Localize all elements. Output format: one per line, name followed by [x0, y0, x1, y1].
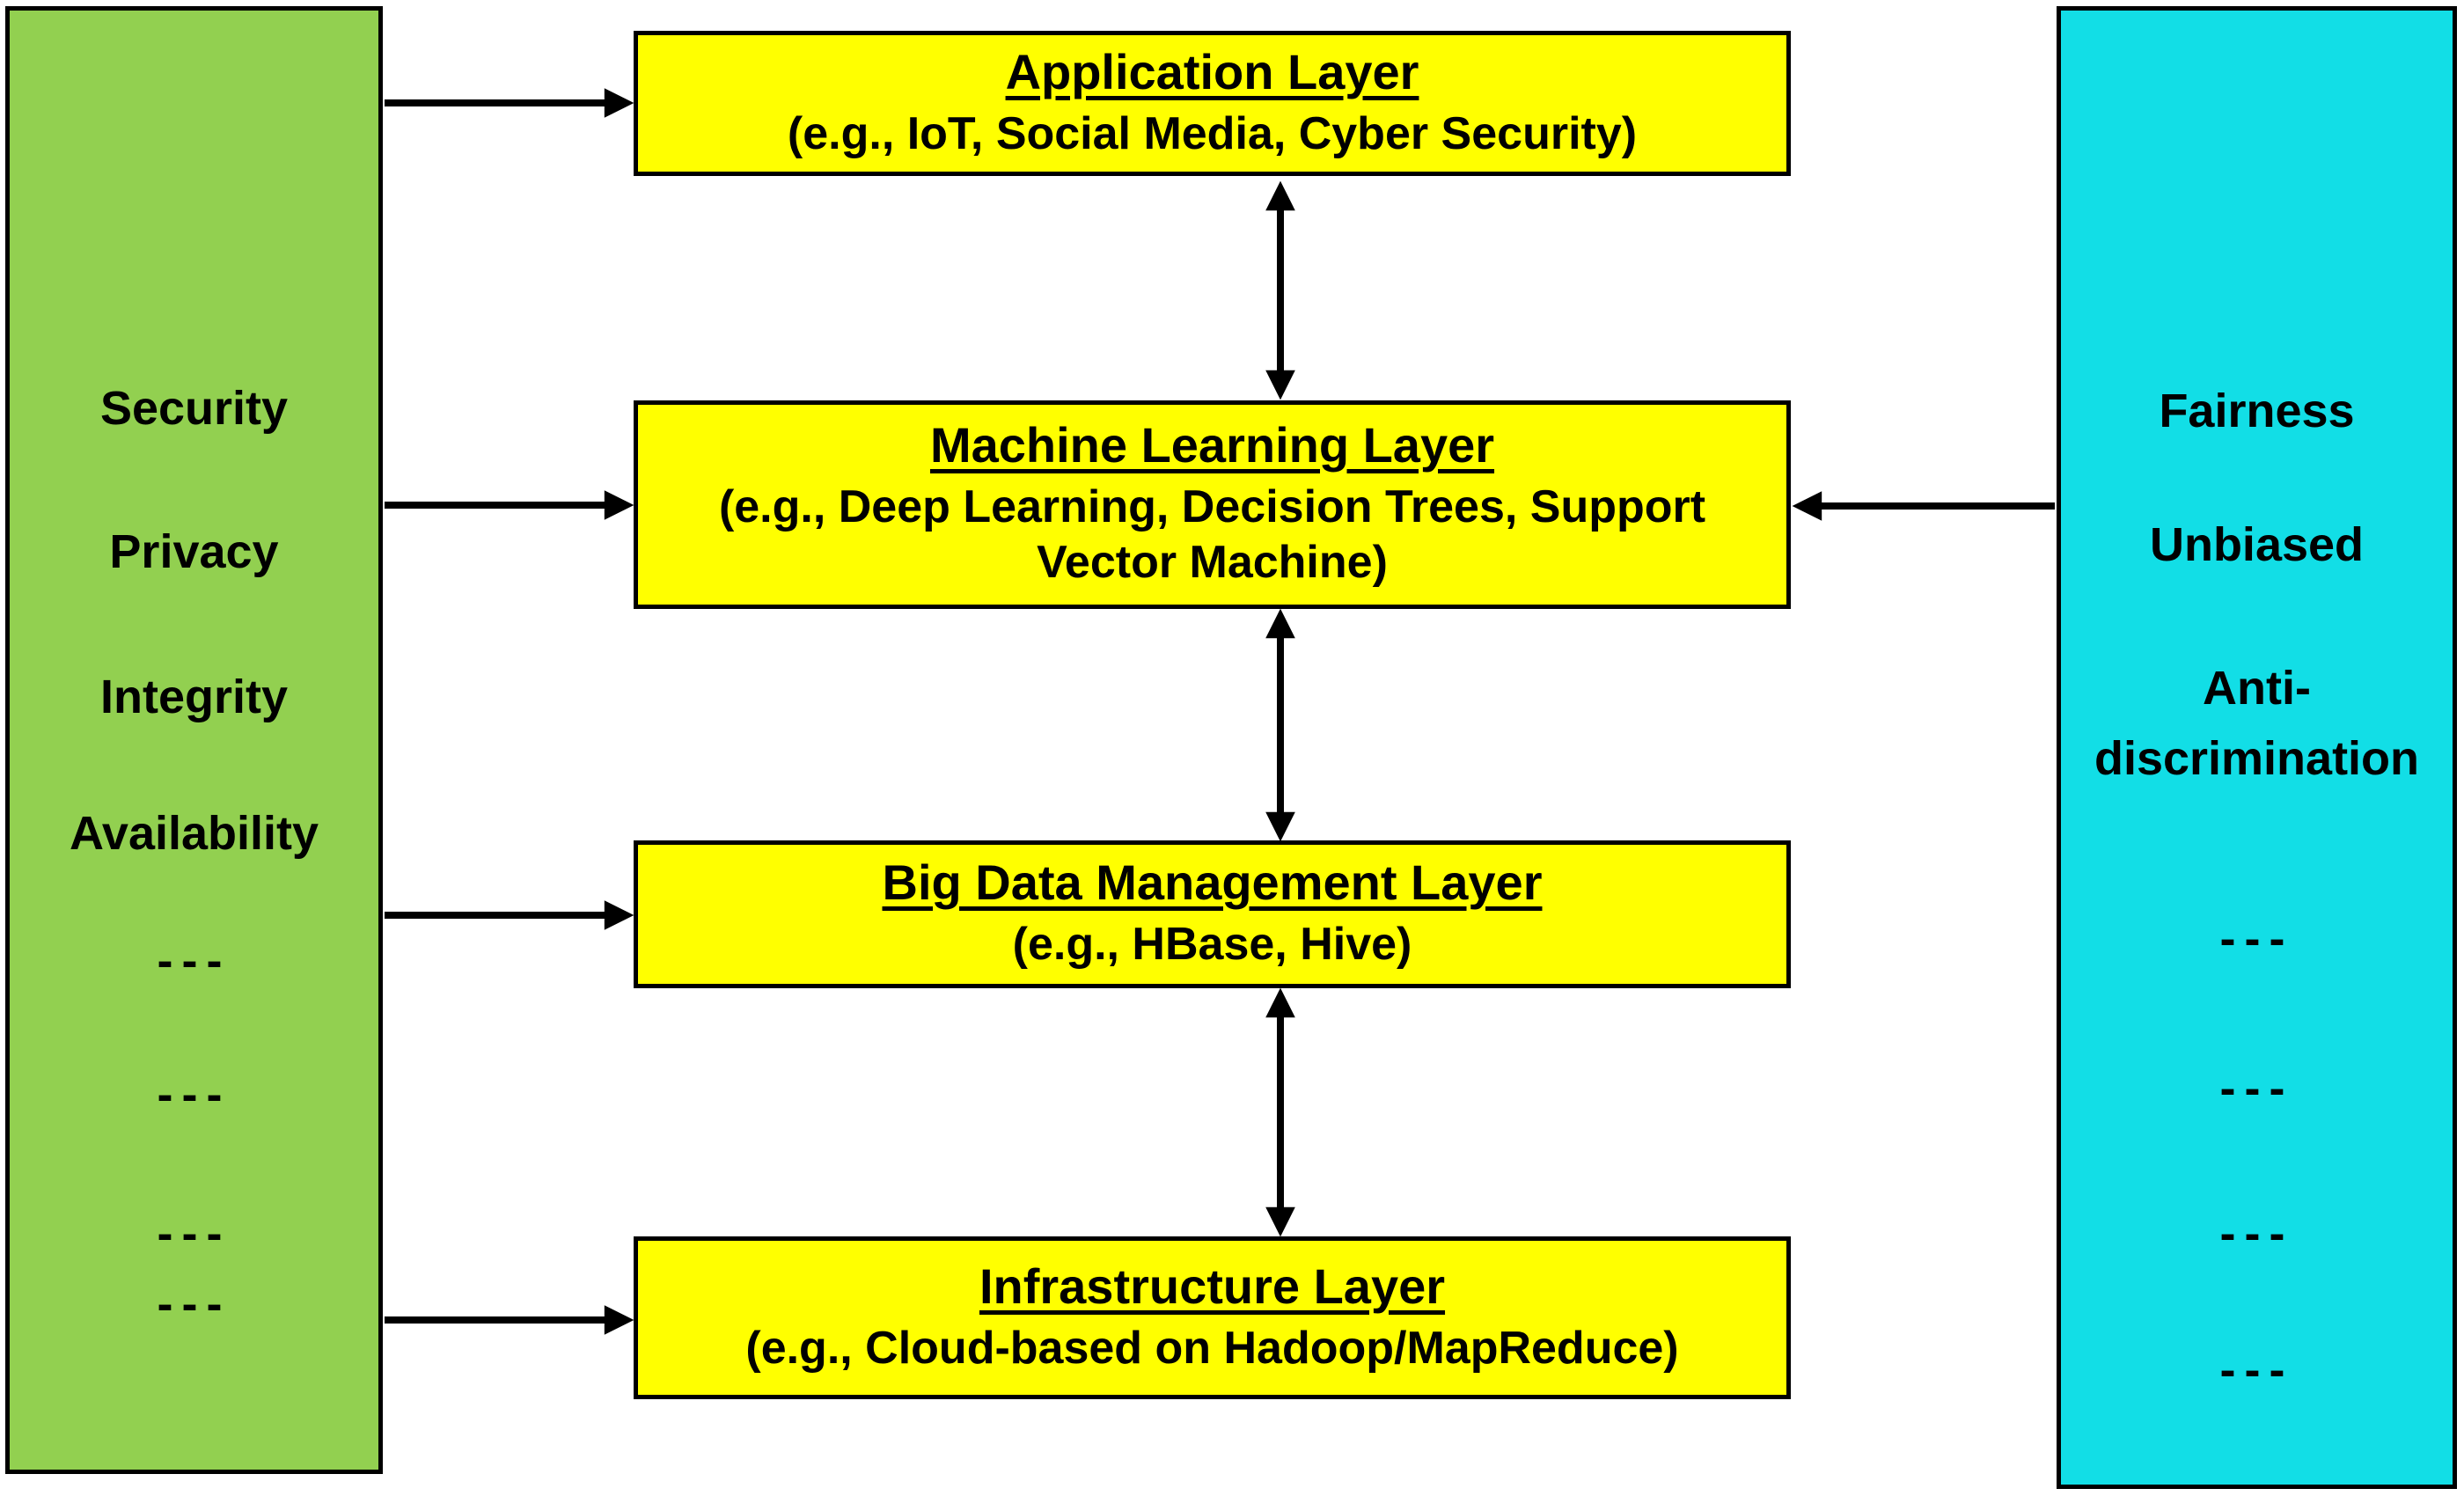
right-panel-fairness-requirements: Fairness Unbiased Anti-discrimination --… [2057, 6, 2457, 1489]
left-panel-ellipsis: --- [157, 935, 231, 987]
left-panel-label: Privacy [109, 525, 279, 578]
right-panel-ellipsis: --- [2219, 1344, 2294, 1397]
left-panel-ellipsis: --- [157, 1068, 231, 1121]
layer-title: Big Data Management Layer [882, 854, 1543, 911]
left-panel-label: Integrity [99, 671, 289, 723]
right-panel-label: Unbiased [2149, 518, 2365, 571]
right-panel-ellipsis: --- [2219, 913, 2294, 965]
right-panel-label: Anti-discrimination [2094, 662, 2420, 785]
left-panel-ellipsis: --- [157, 1278, 231, 1331]
left-panel-label: Availability [69, 807, 319, 860]
layer-subtitle: (e.g., HBase, Hive) [1012, 919, 1412, 971]
layer-box-machine-learning: Machine Learning Layer (e.g., Deep Learn… [634, 400, 1791, 609]
left-panel-ellipsis: --- [157, 1207, 231, 1260]
layer-box-application: Application Layer (e.g., IoT, Social Med… [634, 31, 1791, 176]
layer-box-infrastructure: Infrastructure Layer (e.g., Cloud-based … [634, 1236, 1791, 1399]
layer-title: Infrastructure Layer [979, 1258, 1446, 1314]
layer-title: Machine Learning Layer [929, 417, 1495, 473]
left-panel-security-requirements: Security Privacy Integrity Availability … [5, 6, 383, 1474]
layer-box-big-data-management: Big Data Management Layer (e.g., HBase, … [634, 840, 1791, 988]
left-panel-label: Security [99, 382, 289, 435]
layer-subtitle: (e.g., IoT, Social Media, Cyber Security… [787, 107, 1638, 159]
right-panel-ellipsis: --- [2219, 1062, 2294, 1115]
layer-subtitle: (e.g., Deep Learning, Decision Trees, Su… [718, 480, 1706, 589]
layer-title: Application Layer [1005, 43, 1419, 99]
right-panel-ellipsis: --- [2219, 1207, 2294, 1260]
right-panel-label: Fairness [2159, 385, 2355, 437]
layer-subtitle: (e.g., Cloud-based on Hadoop/MapReduce) [745, 1322, 1679, 1374]
